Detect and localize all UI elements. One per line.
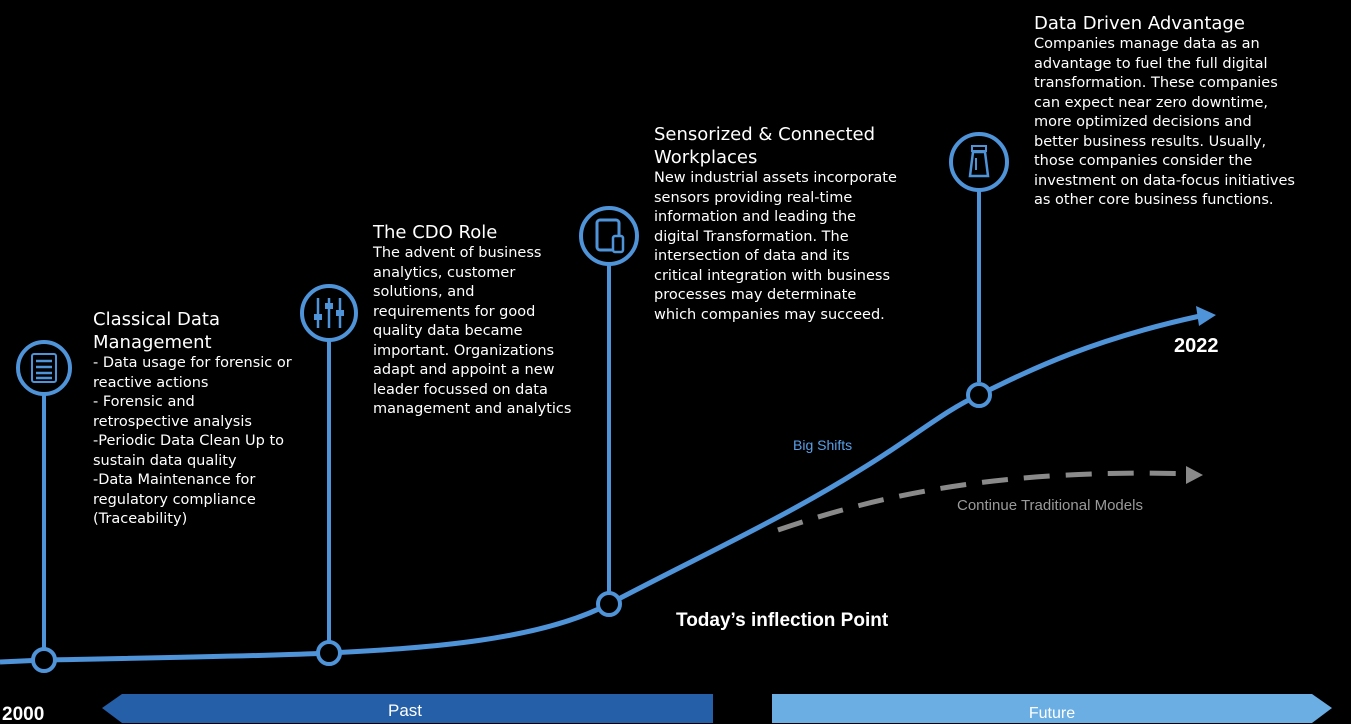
past-label: Past (388, 701, 422, 720)
tower-icon (949, 132, 1009, 192)
milestone-node-4 (966, 382, 992, 408)
milestone-1-title: Classical Data Management (93, 309, 220, 353)
big-shifts-label: Big Shifts (793, 437, 852, 453)
milestone-node-3 (596, 591, 622, 617)
milestone-4-title: Data Driven Advantage (1034, 13, 1245, 34)
traditional-label: Continue Traditional Models (957, 497, 1143, 514)
milestone-4-text: Data Driven Advantage Companies manage d… (1034, 12, 1334, 211)
curve-arrowhead (1196, 306, 1216, 326)
sliders-icon (300, 284, 358, 342)
milestone-node-2 (316, 640, 342, 666)
future-label: Future (1029, 705, 1075, 722)
devices-icon (579, 206, 639, 266)
milestone-node-1 (31, 647, 57, 673)
milestone-2-text: The CDO Role The advent of business anal… (373, 221, 603, 420)
growth-curve (0, 313, 1201, 665)
year-end-label: 2022 (1174, 335, 1219, 357)
milestone-3-title: Sensorized & Connected Workplaces (654, 124, 876, 168)
inflection-label: Today’s inflection Point (676, 610, 889, 631)
year-start-label: 2000 (2, 704, 44, 724)
future-arrow (772, 694, 1332, 723)
milestone-3-body: New industrial assets incorporate sensor… (654, 170, 897, 323)
milestone-1-text: Classical Data Management - Data usage f… (93, 308, 323, 530)
traditional-arrowhead (1186, 466, 1203, 484)
milestone-2-title: The CDO Role (373, 222, 498, 243)
traditional-dashed-line (777, 470, 1196, 533)
past-arrow (102, 694, 713, 723)
milestone-3-text: Sensorized & Connected Workplaces New in… (654, 123, 944, 325)
milestone-4-body: Companies manage data as an advantage to… (1034, 36, 1295, 208)
milestone-2-body: The advent of business analytics, custom… (373, 245, 572, 417)
milestone-1-body: - Data usage for forensic or reactive ac… (93, 355, 292, 527)
list-icon (16, 340, 72, 396)
